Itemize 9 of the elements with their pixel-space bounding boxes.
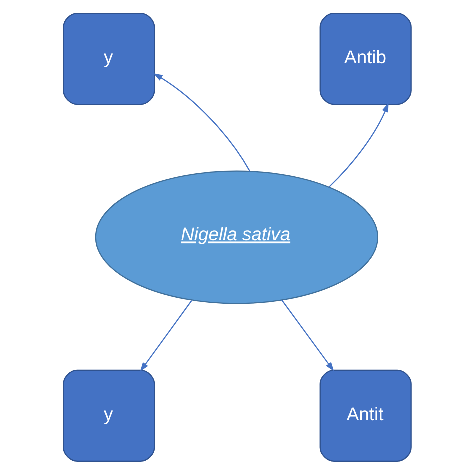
node-ellipse: Nigella sativa [94,170,378,304]
arrow [153,72,250,172]
arrow [281,299,334,372]
node-box: y [62,369,155,462]
arrow [140,300,192,372]
node-box: y [62,12,155,105]
arrow [328,102,388,188]
node-box: Antib [319,12,412,105]
node-box: Antit [319,369,412,462]
